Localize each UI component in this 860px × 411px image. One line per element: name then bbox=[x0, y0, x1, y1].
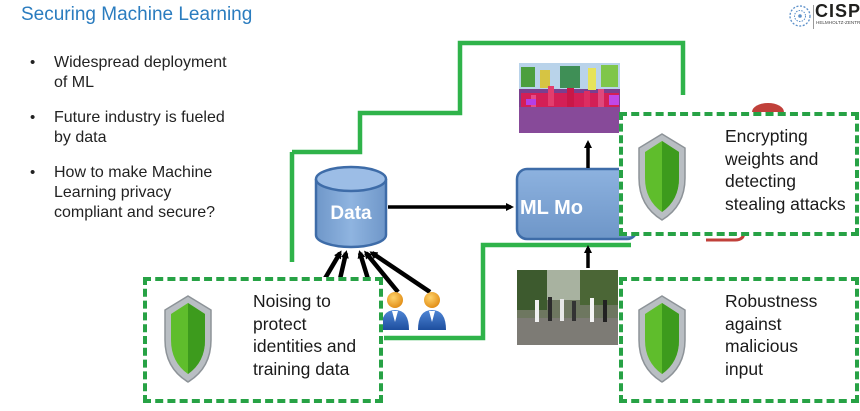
callout-encrypting-text: Encrypting weights and detecting stealin… bbox=[725, 125, 846, 215]
user-icon bbox=[381, 292, 409, 330]
logo-text: CISPA bbox=[815, 1, 860, 21]
shield-icon bbox=[638, 295, 686, 383]
callout-line: Encrypting bbox=[725, 126, 808, 146]
bullet-text: How to make Machine Learning privacy com… bbox=[54, 164, 215, 221]
bullet-item: Future industry is fueled by data bbox=[30, 108, 330, 148]
cispa-logo: CISPA HELMHOLTZ-ZENTRUM I. G. bbox=[788, 1, 860, 32]
shield-icon bbox=[164, 295, 212, 383]
callout-line: identities and bbox=[253, 336, 357, 356]
callout-line: Noising to bbox=[253, 291, 331, 311]
logo-emblem-icon bbox=[789, 5, 811, 27]
callout-line: against bbox=[725, 313, 782, 334]
callout-robustness: Robustness against malicious input bbox=[619, 277, 859, 403]
callout-line: stealing attacks bbox=[725, 193, 846, 214]
callout-line: detecting bbox=[725, 171, 797, 191]
database-icon bbox=[314, 165, 388, 249]
callout-noising: Noising to protect identities and traini… bbox=[143, 277, 383, 403]
data-node-label: Data bbox=[330, 203, 372, 224]
callout-noising-text: Noising to protect identities and traini… bbox=[253, 290, 356, 380]
logo-subtext: HELMHOLTZ-ZENTRUM I. G. bbox=[816, 20, 860, 25]
trust-boundary-lower bbox=[384, 242, 631, 341]
shield-icon bbox=[638, 133, 686, 221]
bullet-item: How to make Machine Learning privacy com… bbox=[30, 163, 330, 223]
model-node-label: ML Mo bbox=[520, 197, 583, 219]
callout-line: input bbox=[725, 358, 763, 379]
callout-line: training data bbox=[253, 358, 350, 379]
callout-line: Robustness bbox=[725, 291, 818, 311]
bullet-item: Widespread deployment of ML bbox=[30, 53, 330, 93]
trust-boundary bbox=[292, 40, 686, 155]
callout-line: malicious bbox=[725, 336, 798, 356]
street-scene-image bbox=[517, 270, 618, 345]
bullet-list: Widespread deployment of ML Future indus… bbox=[30, 53, 330, 238]
bullet-text: Widespread deployment of ML bbox=[54, 54, 227, 91]
callout-line: weights and bbox=[725, 148, 819, 169]
user-icon bbox=[418, 292, 446, 330]
logo-divider bbox=[813, 5, 814, 29]
callout-line: protect bbox=[253, 313, 307, 334]
callout-robustness-text: Robustness against malicious input bbox=[725, 290, 817, 380]
callout-encrypting: Encrypting weights and detecting stealin… bbox=[619, 112, 859, 236]
bullet-text: Future industry is fueled by data bbox=[54, 109, 225, 146]
segmentation-image bbox=[519, 63, 620, 133]
slide-title: Securing Machine Learning bbox=[21, 4, 253, 25]
